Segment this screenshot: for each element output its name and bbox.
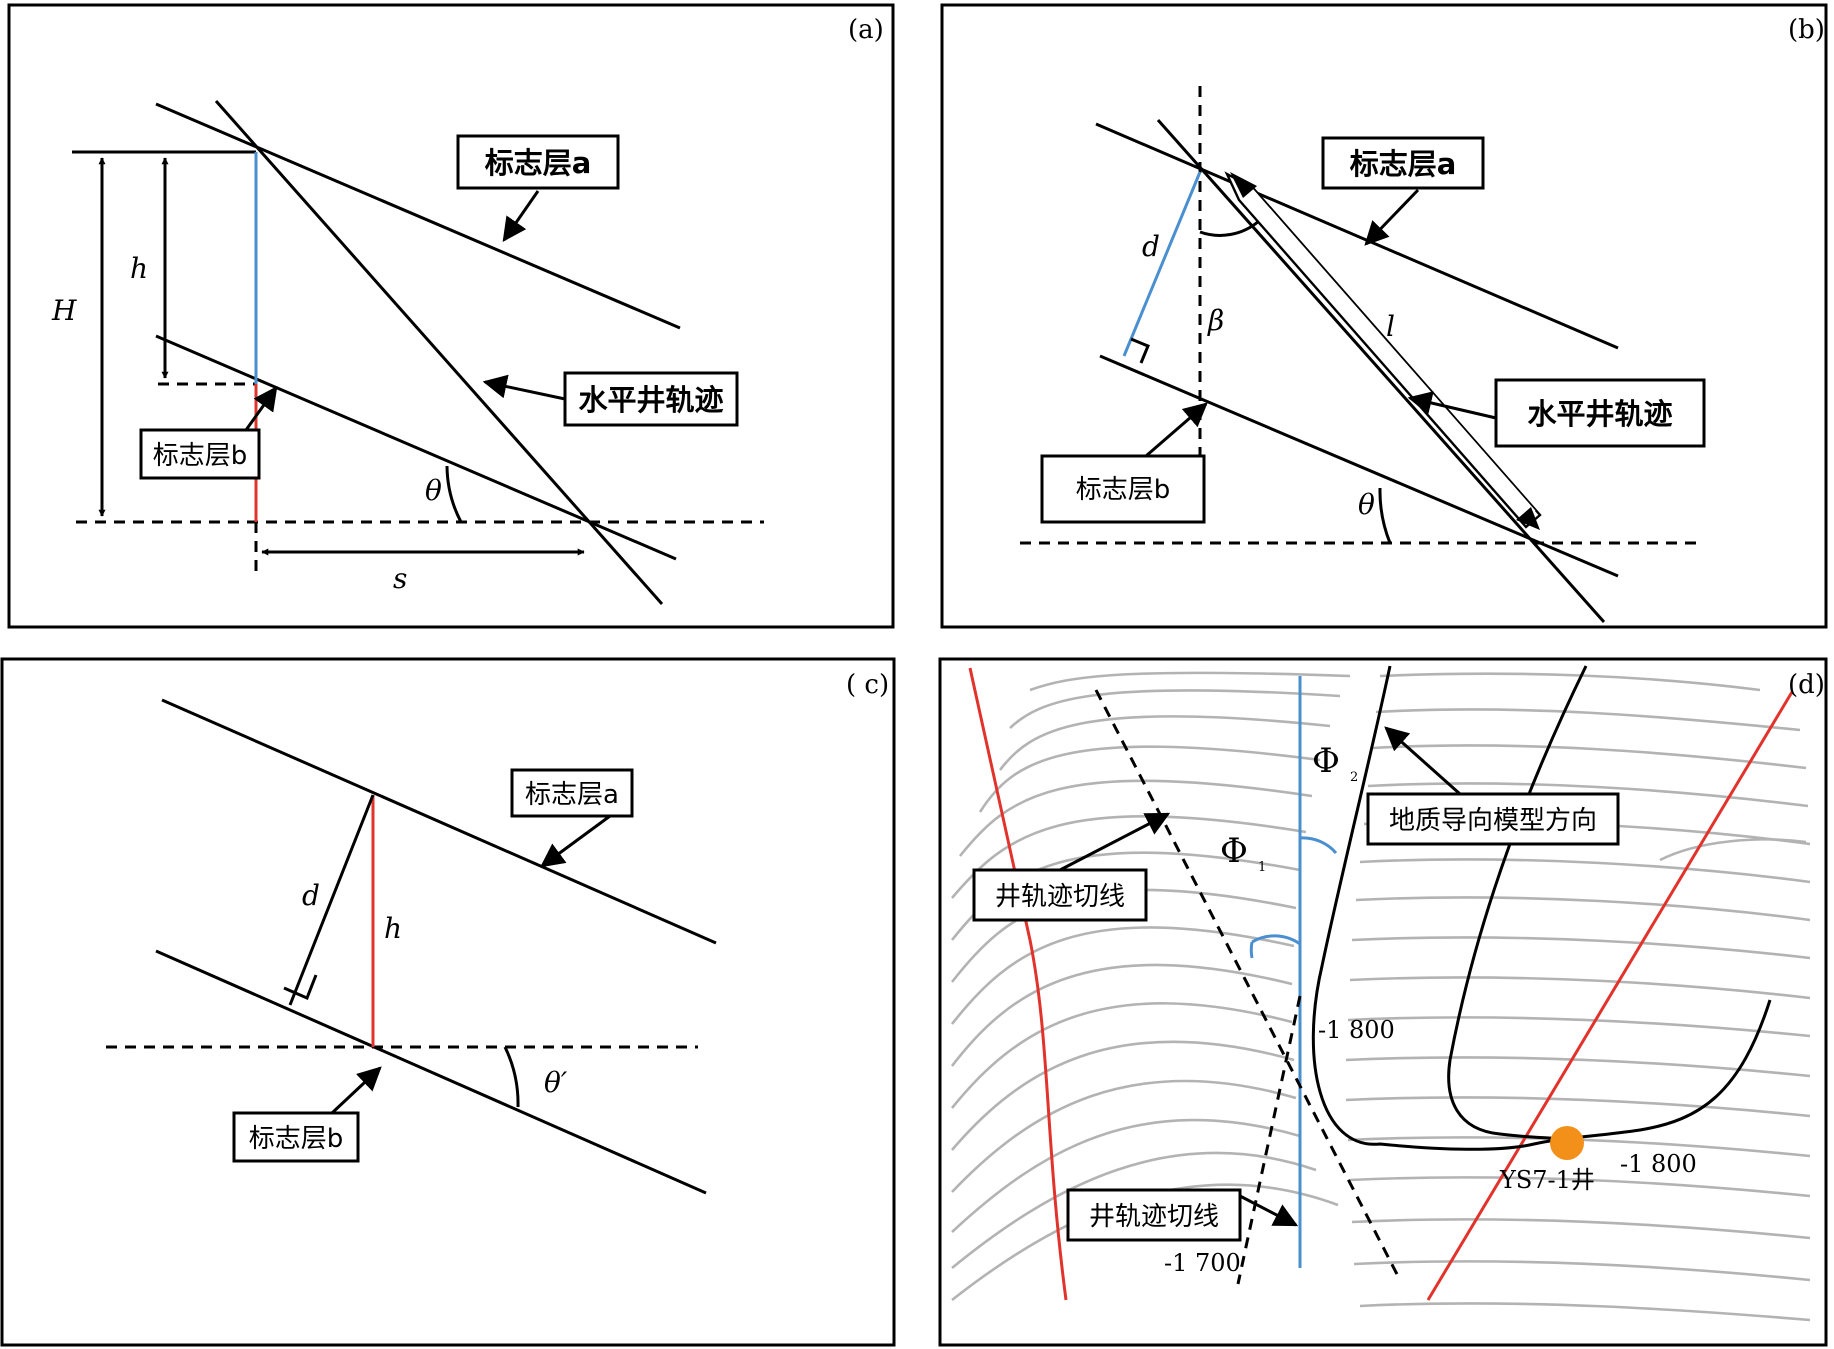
fault-line-left — [968, 667, 1068, 1301]
phi2-angle-arc — [1299, 836, 1338, 855]
trajectory-pointer-arrow — [1407, 391, 1497, 420]
marker-layer-a-line — [1095, 122, 1619, 350]
model-direction-pointer-arrow — [1384, 726, 1461, 796]
marker-layer-a-line — [155, 102, 681, 330]
panel-c-tag: ( c) — [846, 670, 889, 700]
trajectory-label-box — [563, 371, 739, 427]
phi1-subscript: 1 — [1258, 860, 1266, 875]
double-arrow-l-head-bottom — [1516, 507, 1540, 530]
right-angle-marker — [283, 974, 318, 1000]
contour-label-1800-left: -1 800 — [1318, 1016, 1395, 1044]
panel-a: (a) H h θ s 标志层a 水平井轨迹 标志层b — [7, 3, 895, 629]
layer-a-pointer-arrow — [502, 190, 540, 242]
right-angle-marker — [1130, 337, 1150, 364]
phi1-angle-arc-right — [1251, 934, 1301, 946]
layer-b-pointer-arrow — [244, 386, 278, 431]
tangent-upper-label-box — [972, 868, 1148, 922]
phi1-symbol: Φ — [1220, 831, 1248, 871]
symbol-d: d — [1142, 230, 1160, 263]
perpendicular-d-segment — [1122, 171, 1202, 357]
panel-b: (b) d β l θ 标志层a 水平井轨迹 标志层b — [940, 3, 1828, 629]
symbol-d: d — [302, 879, 320, 912]
layer-b-label-box — [139, 428, 261, 480]
layer-a-pointer-arrow — [1364, 188, 1420, 246]
tangent-upper-label: 井轨迹切线 — [995, 882, 1125, 912]
panel-d: (d) Φ 2 Φ 1 -1 800 -1 800 -1 700 YS7-1井 … — [938, 657, 1828, 1347]
layer-b-label-box — [1040, 454, 1206, 524]
phi1-angle-arc-left — [1249, 941, 1254, 959]
perpendicular-d-segment — [288, 794, 375, 1006]
symbol-theta-prime: θ′ — [544, 1066, 568, 1099]
layer-b-pointer-arrow — [1145, 402, 1208, 458]
panel-d-tag: (d) — [1788, 670, 1825, 700]
well-tangent-line-upper — [1094, 689, 1402, 1281]
double-arrow-l-head-top — [1230, 172, 1257, 198]
layer-b-label: 标志层b — [249, 1124, 344, 1154]
tangent-lower-label-box — [1066, 1188, 1242, 1242]
symbol-s: s — [393, 562, 407, 595]
layer-b-label: 标志层b — [1076, 475, 1171, 505]
theta-angle-arc — [445, 465, 463, 523]
theta-prime-angle-arc — [503, 1046, 520, 1108]
trajectory-pointer-arrow — [482, 374, 566, 401]
double-arrow-l-gap — [1244, 182, 1536, 514]
trajectory-label: 水平井轨迹 — [1527, 397, 1672, 431]
beta-angle-arc — [1199, 219, 1260, 237]
phi2-subscript: 2 — [1350, 770, 1358, 785]
well-location-marker — [1550, 1126, 1584, 1160]
well-name-label: YS7-1井 — [1499, 1166, 1595, 1194]
symbol-H: H — [51, 294, 77, 327]
layer-b-label-box — [232, 1111, 360, 1163]
tangent-upper-pointer-arrow — [1059, 812, 1171, 872]
panel-b-tag: (b) — [1788, 15, 1825, 45]
symbol-theta: θ — [425, 474, 442, 507]
symbol-h: h — [384, 912, 402, 945]
panel-c-frame — [0, 657, 896, 1347]
trajectory-label: 水平井轨迹 — [578, 383, 723, 417]
model-direction-label: 地质导向模型方向 — [1389, 806, 1597, 836]
contour-label-1800-right: -1 800 — [1620, 1150, 1697, 1178]
horizontal-well-trajectory-line — [1156, 119, 1606, 623]
model-direction-label-box — [1366, 792, 1620, 846]
layer-a-label: 标志层a — [485, 146, 592, 180]
marker-layer-b-line — [155, 949, 707, 1195]
tangent-lower-label: 井轨迹切线 — [1089, 1202, 1219, 1232]
horizontal-well-trajectory-line — [214, 100, 664, 605]
symbol-h: h — [130, 252, 148, 285]
layer-a-label-box — [510, 768, 634, 818]
well-trajectory-branch — [1447, 665, 1588, 1142]
layer-a-label: 标志层a — [525, 780, 619, 810]
panel-c: ( c) d h θ′ 标志层a 标志层b — [0, 657, 896, 1347]
marker-layer-a-line — [161, 698, 717, 945]
trajectory-label-box — [1494, 378, 1706, 448]
symbol-l: l — [1386, 310, 1395, 343]
panel-a-frame — [7, 3, 895, 629]
layer-a-label: 标志层a — [1350, 147, 1457, 181]
symbol-theta: θ — [1358, 488, 1375, 521]
panel-a-tag: (a) — [848, 15, 884, 45]
layer-b-pointer-arrow — [330, 1066, 382, 1115]
layer-a-label-box — [1321, 136, 1485, 190]
panel-d-frame — [938, 657, 1828, 1347]
symbol-beta: β — [1207, 304, 1224, 337]
layer-b-label: 标志层b — [153, 441, 248, 471]
well-trajectory-path — [1311, 665, 1772, 1151]
layer-a-label-box — [456, 134, 620, 190]
layer-a-pointer-arrow — [540, 814, 611, 868]
panel-b-frame — [940, 3, 1828, 629]
theta-angle-arc — [1378, 487, 1392, 544]
phi2-symbol: Φ — [1312, 741, 1340, 781]
fault-line-right — [1426, 691, 1794, 1301]
tangent-lower-pointer-arrow — [1239, 1194, 1299, 1227]
contour-label-1700: -1 700 — [1164, 1249, 1241, 1277]
